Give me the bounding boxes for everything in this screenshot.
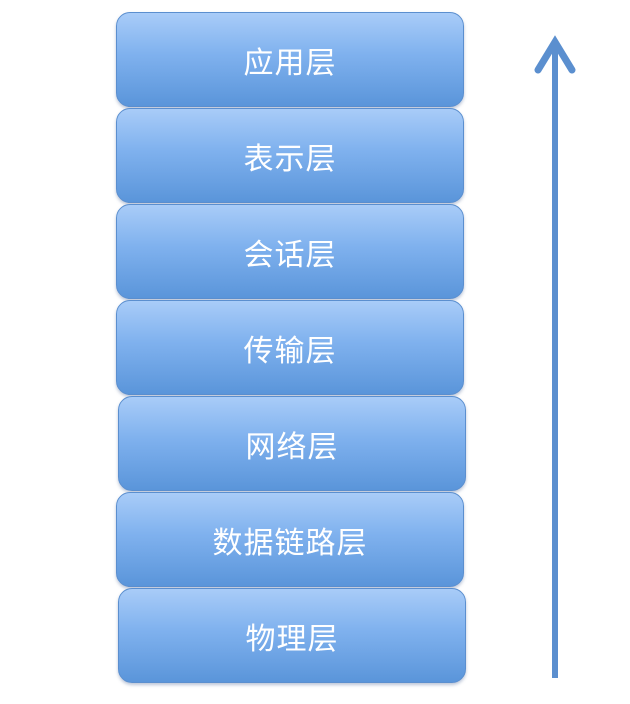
layer-label: 应用层	[243, 45, 337, 81]
layer-label: 网络层	[245, 429, 339, 465]
layer-transport: 传输层	[116, 300, 464, 395]
layer-label: 表示层	[243, 141, 337, 177]
layer-network: 网络层	[118, 396, 466, 491]
up-arrow-icon	[534, 35, 576, 678]
layer-label: 物理层	[245, 621, 339, 657]
layer-application: 应用层	[116, 12, 464, 107]
layer-physical: 物理层	[118, 588, 466, 683]
layer-label: 会话层	[243, 237, 337, 273]
layer-session: 会话层	[116, 204, 464, 299]
layer-presentation: 表示层	[116, 108, 464, 203]
layer-label: 数据链路层	[212, 525, 368, 561]
layer-data-link: 数据链路层	[116, 492, 464, 587]
layer-label: 传输层	[243, 333, 337, 369]
